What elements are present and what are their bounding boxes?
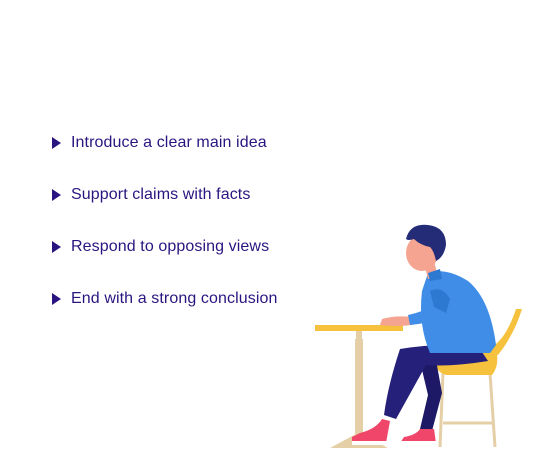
triangle-bullet-icon bbox=[52, 137, 61, 149]
bullet-text: Support claims with facts bbox=[71, 186, 251, 203]
bullet-text: Respond to opposing views bbox=[71, 238, 270, 255]
person-sitting-at-table-illustration bbox=[315, 224, 522, 448]
triangle-bullet-icon bbox=[52, 241, 61, 253]
triangle-bullet-icon bbox=[52, 293, 61, 305]
bullet-item: Introduce a clear main idea bbox=[52, 131, 277, 155]
bullet-item: End with a strong conclusion bbox=[52, 287, 277, 311]
triangle-bullet-icon bbox=[52, 189, 61, 201]
bullet-list: Introduce a clear main idea Support clai… bbox=[52, 131, 277, 339]
bullet-item: Respond to opposing views bbox=[52, 235, 277, 259]
bullet-text: Introduce a clear main idea bbox=[71, 134, 267, 151]
bullet-text: End with a strong conclusion bbox=[71, 290, 278, 307]
bullet-item: Support claims with facts bbox=[52, 183, 277, 207]
